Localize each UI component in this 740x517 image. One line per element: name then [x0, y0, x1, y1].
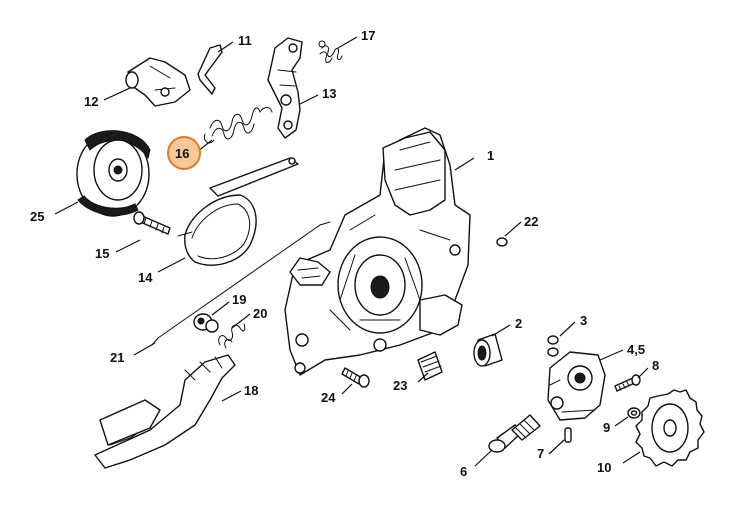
label-11[interactable]: 11	[238, 33, 252, 48]
label-13[interactable]: 13	[322, 86, 336, 101]
label-22[interactable]: 22	[524, 214, 538, 229]
part-17-spring[interactable]	[318, 40, 343, 63]
part-20-spring[interactable]	[218, 323, 246, 349]
label-2[interactable]: 2	[515, 316, 522, 331]
part-23-insert[interactable]	[417, 351, 443, 381]
part-22-o-ring[interactable]	[496, 237, 508, 247]
part-16-spring[interactable]	[203, 107, 273, 144]
label-23[interactable]: 23	[393, 378, 407, 393]
label-17[interactable]: 17	[361, 28, 375, 43]
part-3-o-rings[interactable]	[547, 335, 559, 357]
part-19-clamp[interactable]	[193, 313, 219, 333]
label-12[interactable]: 12	[84, 94, 98, 109]
part-18-hand-guard[interactable]	[94, 354, 236, 469]
label-25[interactable]: 25	[30, 209, 44, 224]
part-2-sleeve[interactable]	[473, 333, 503, 367]
label-20[interactable]: 20	[253, 306, 267, 321]
part-24-screw[interactable]	[341, 367, 370, 388]
part-15-pin[interactable]	[133, 211, 171, 235]
part-1-crankcase[interactable]	[284, 127, 471, 376]
label-10[interactable]: 10	[597, 460, 611, 475]
label-15[interactable]: 15	[95, 246, 109, 261]
part-10-spur-gear[interactable]	[635, 389, 705, 467]
part-6-worm[interactable]	[488, 414, 541, 453]
part-7-pin[interactable]	[564, 427, 572, 443]
label-14[interactable]: 14	[138, 270, 153, 285]
label-7[interactable]: 7	[537, 446, 544, 461]
part-13-brake-lever[interactable]	[267, 37, 303, 139]
label-1[interactable]: 1	[487, 148, 494, 163]
part-9-washer[interactable]	[627, 407, 641, 419]
label-3[interactable]: 3	[580, 313, 587, 328]
label-16[interactable]: 16	[175, 146, 189, 161]
part-12-lever[interactable]	[125, 57, 191, 107]
label-9[interactable]: 9	[603, 420, 610, 435]
highlight-badge-16	[167, 136, 201, 170]
part-labels: 1 2 3 4,5 6 7 8 9 10 11 12 13 14 15 16 1…	[30, 28, 659, 479]
label-24[interactable]: 24	[321, 390, 336, 405]
label-8[interactable]: 8	[652, 358, 659, 373]
label-4-5[interactable]: 4,5	[627, 342, 645, 357]
label-18[interactable]: 18	[244, 383, 258, 398]
label-6[interactable]: 6	[460, 464, 467, 479]
label-19[interactable]: 19	[232, 292, 246, 307]
part-11-bracket[interactable]	[197, 44, 223, 95]
part-4-5-oil-pump[interactable]	[547, 351, 606, 421]
part-14-brake-band[interactable]	[177, 157, 299, 266]
part-25-rotor[interactable]	[76, 130, 151, 217]
leader-lines	[54, 36, 649, 467]
part-8-screw[interactable]	[614, 374, 641, 392]
label-21[interactable]: 21	[110, 350, 124, 365]
